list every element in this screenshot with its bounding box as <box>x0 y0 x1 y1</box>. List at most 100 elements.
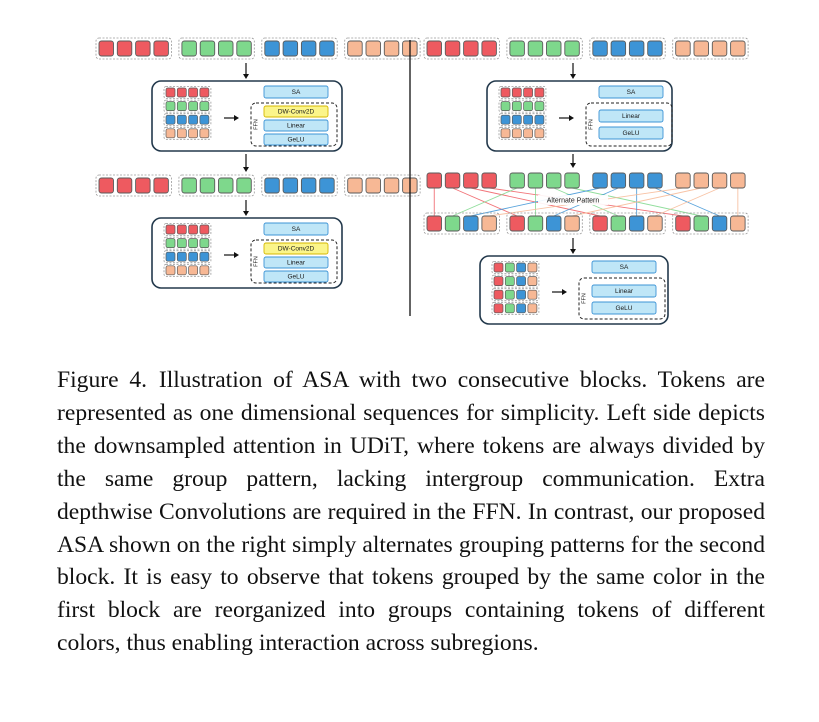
left-seq-1-token-green-4 <box>236 40 252 57</box>
right-seq-1-token-blue-4 <box>647 40 663 57</box>
left-seq-1-token-green-2 <box>199 40 216 57</box>
left-block-1-linear-label: Linear <box>287 123 306 130</box>
left-seq-1-token-blue-3 <box>300 40 317 57</box>
right-block-2-mini-token-2-4 <box>527 276 538 286</box>
right-block-2-gelu-label: GeLU <box>616 305 633 312</box>
right-block-1-mini-token-4-3 <box>523 128 533 139</box>
left-seq-2-token-orange-3 <box>383 177 400 194</box>
left-block-1-mini-group-1 <box>163 86 212 99</box>
left-seq-1-token-blue-2 <box>282 40 299 57</box>
left-block-1-mini-token-3-1 <box>165 114 176 125</box>
right-block-2-linear-label: Linear <box>615 288 634 295</box>
left-block-2-sa-label: SA <box>292 226 301 233</box>
left-seq-1-token-red-4 <box>153 40 169 57</box>
left-seq-2-token-red-2 <box>116 177 133 194</box>
right-block-2-mini-group-1 <box>491 261 540 274</box>
right-block-1-mini-token-3-1 <box>500 114 511 125</box>
right-block-1-mini-token-2-3 <box>523 101 533 111</box>
right-seq-2-token-2-red <box>509 215 525 232</box>
left-block-2-mini-token-1-1 <box>165 224 176 235</box>
caption-label: Figure 4. <box>57 367 148 393</box>
right-seq-2-token-4-orange <box>730 215 746 232</box>
left-seq-1-group-orange <box>344 37 421 60</box>
left-block-1-mini-group-3 <box>163 113 212 127</box>
right-seq-1-token-orange-3 <box>711 40 728 57</box>
right-block-1-mini-group-2 <box>498 99 547 113</box>
right-seq-2-group-1 <box>423 212 500 235</box>
left-block-2-mini-token-3-3 <box>188 251 198 262</box>
right-split-token-green-1 <box>509 172 525 189</box>
right-block-2-mini-token-1-3 <box>516 262 526 273</box>
right-split-token-red-1 <box>426 172 442 189</box>
right-block-1-inner-arrow-head <box>569 115 574 121</box>
right-seq-2-group-4 <box>672 212 749 235</box>
left-block-2-mini-token-4-4 <box>199 265 210 276</box>
right-block-1-mini-token-1-3 <box>523 87 533 98</box>
left-block-1-mini-token-2-4 <box>199 101 210 111</box>
right-seq-1-token-green-4 <box>564 40 580 57</box>
right-split-token-blue-3 <box>628 172 645 189</box>
right-block-2-gelu-box <box>591 301 657 315</box>
right-block-1-mini-token-4-1 <box>500 128 511 139</box>
right-seq-2-token-1-green <box>444 215 461 232</box>
left-seq-2-token-green-3 <box>218 177 234 194</box>
right-seq-2-token-2-blue <box>546 215 562 232</box>
right-arrow-3-head <box>570 249 576 254</box>
left-block-1-mini-token-2-3 <box>188 101 198 111</box>
reroute-line-orange-2 <box>571 187 702 217</box>
left-seq-1-token-red-1 <box>98 40 114 57</box>
left-block-1-mini-token-3-4 <box>199 114 210 125</box>
right-seq-2-group-2 <box>506 212 583 235</box>
left-block-1-ffn-label: FFN <box>253 119 259 130</box>
left-seq-1-token-blue-4 <box>319 40 335 57</box>
left-block-1-mini-token-1-2 <box>176 87 187 98</box>
left-block-2-gelu-box <box>263 270 329 283</box>
left-arrow-3-head <box>243 211 249 216</box>
right-block-2-ffn-label: FFN <box>581 293 587 304</box>
right-block-1-mini-token-1-2 <box>511 87 522 98</box>
right-block-1-mini-token-2-1 <box>500 101 511 111</box>
right-block-2-mini-token-2-1 <box>493 276 504 286</box>
left-seq-1-group-blue <box>261 37 338 60</box>
left-seq-2-token-orange-2 <box>365 177 381 194</box>
right-seq-2-token-2-orange <box>564 215 580 232</box>
left-block-2-mini-token-1-4 <box>199 224 210 235</box>
right-block-1-gelu-box <box>598 126 664 140</box>
left-block-1-mini-group-2 <box>163 99 212 113</box>
right-block-1-mini-group-4 <box>498 126 547 140</box>
right-seq-2-token-3-green <box>610 215 627 232</box>
left-seq-2-token-green-1 <box>181 177 197 194</box>
right-split-token-red-4 <box>481 172 497 189</box>
right-block-2-mini-token-4-2 <box>504 303 515 314</box>
right-block-2-mini-token-3-2 <box>504 289 515 300</box>
left-seq-2-token-red-4 <box>153 177 169 194</box>
right-seq-1-token-orange-1 <box>675 40 691 57</box>
right-arrow-2-head <box>570 163 576 168</box>
left-block-2-mini-group-2 <box>163 236 212 250</box>
left-seq-2-group-blue <box>261 174 338 197</box>
right-seq-2-token-3-orange <box>647 215 663 232</box>
right-split-token-red-2 <box>444 172 461 189</box>
right-block-2-sa-box <box>591 260 657 274</box>
left-seq-1-token-orange-2 <box>365 40 381 57</box>
left-seq-1-token-red-2 <box>116 40 133 57</box>
right-seq-1-token-red-4 <box>481 40 497 57</box>
left-seq-1-token-orange-1 <box>347 40 363 57</box>
right-block-2-mini-token-3-4 <box>527 289 538 300</box>
reroute-line-green-1 <box>452 187 518 217</box>
right-block-1-mini-token-2-4 <box>534 101 545 111</box>
alternate-label-bg <box>538 195 608 205</box>
right-block-1-sa-label: SA <box>627 89 636 96</box>
right-block-1-mini-group-1 <box>498 86 547 99</box>
left-seq-2-token-blue-4 <box>319 177 335 194</box>
right-split-token-orange-2 <box>693 172 709 189</box>
left-block-1-mini-token-4-2 <box>176 128 187 139</box>
right-seq-2-token-4-red <box>675 215 691 232</box>
left-block-1-mini-token-2-2 <box>176 101 187 111</box>
left-block-1-mini-token-1-4 <box>199 87 210 98</box>
left-seq-1-group-green <box>178 37 255 60</box>
right-seq-1-group-blue <box>589 37 666 60</box>
left-block-2-mini-token-2-2 <box>176 238 187 248</box>
left-block-2-mini-token-4-1 <box>165 265 176 276</box>
